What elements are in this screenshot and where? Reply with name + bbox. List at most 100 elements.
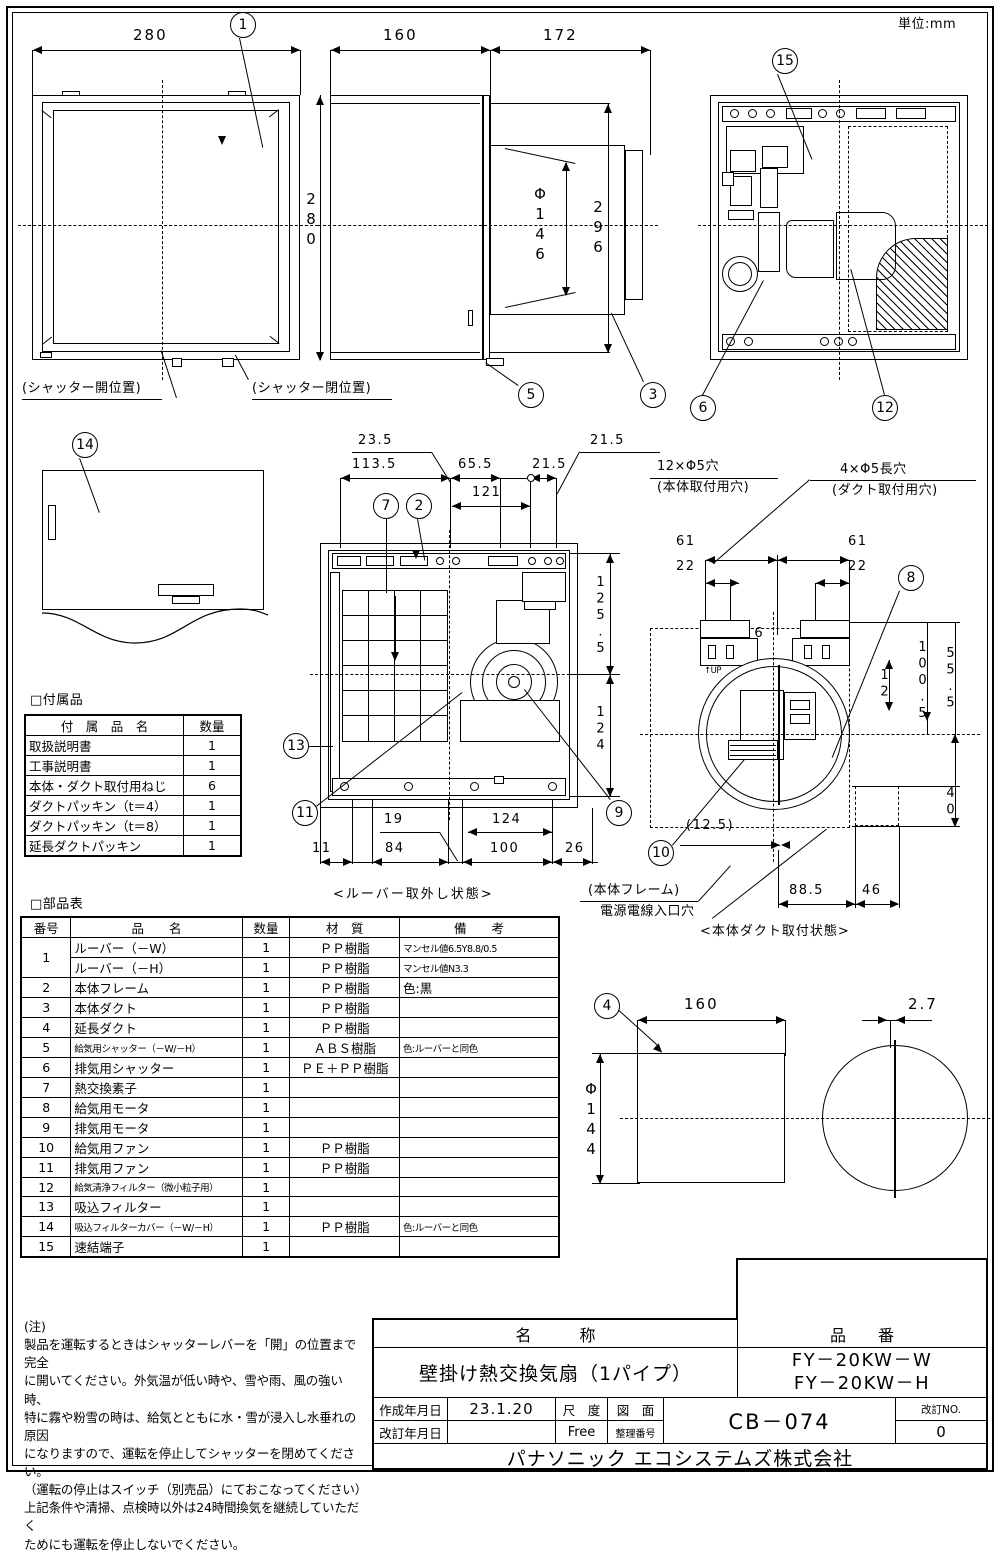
bot-arrow-26r — [583, 858, 592, 866]
louver-top-slot2 — [366, 556, 394, 566]
ext-27-ext — [890, 1020, 891, 1048]
front-label-open-underline — [22, 399, 162, 400]
dim-12-5: (12.5) — [686, 818, 735, 833]
balloon-14: 14 — [72, 432, 98, 458]
dim-40-arrow-d — [951, 818, 959, 827]
parts-cell-remark: マンセル値6.5Y8.8/0.5 — [399, 937, 560, 958]
parts-cell-remark — [399, 1017, 560, 1038]
side-body-topline — [330, 103, 480, 104]
dim-11: 11 — [312, 841, 332, 856]
balloon-9: 9 — [606, 800, 632, 826]
accessories-cell-name: 本体・ダクト取付用ねじ — [24, 775, 184, 796]
bot-ext-5 — [462, 800, 463, 864]
bot-ext-4 — [448, 800, 449, 864]
ext-dia-arrow-d — [596, 1175, 604, 1184]
dim-21-5-second: 21.5 — [532, 457, 567, 472]
duct-blade-3 — [730, 755, 776, 756]
dim-40-arrow-u — [951, 734, 959, 743]
parts-cell-name: 給気用モータ — [70, 1097, 243, 1118]
dm-ext-5 — [849, 560, 850, 630]
parts-cell-remark: 色:ルーバーと同色 — [399, 1216, 560, 1237]
filter-cover-body — [42, 470, 264, 610]
ext-duct-wall — [894, 1040, 896, 1198]
bot-arrow-26l — [553, 858, 562, 866]
dim-22l-arrow-l — [706, 579, 715, 587]
front-label-shutter-closed: (シャッター閉位置) — [252, 381, 372, 396]
tb-name-header: 名 称 — [374, 1320, 738, 1348]
side-ext-2 — [490, 50, 491, 150]
parts-cell-name: 速結端子 — [70, 1236, 243, 1258]
parts-cell-material — [289, 1196, 401, 1217]
parts-cell-no: 15 — [20, 1236, 72, 1258]
side-arrow-172r — [641, 46, 650, 54]
balloon-10: 10 — [648, 840, 674, 866]
parts-cell-remark — [399, 1057, 560, 1078]
duct-divider — [778, 665, 780, 805]
dim-61l-arrow-r — [768, 556, 777, 564]
accessories-cell-name: ダクトパッキン（t＝8） — [24, 815, 184, 836]
title-block: 名 称 品 番 壁掛け熱交換気扇（1パイプ） FY－20KW－W FY－20KW… — [372, 1318, 988, 1470]
accessories-row: ダクトパッキン（t＝4）1 — [24, 795, 242, 816]
power-inlet-label: 電源電線入口穴 — [600, 904, 695, 919]
parts-header-row: 番号 品 名 数量 材 質 備 考 — [20, 916, 560, 938]
bot-ext-6 — [552, 800, 553, 864]
parts-cell-material — [289, 1077, 401, 1098]
parts-cell-no: 6 — [20, 1057, 72, 1078]
heat-arrow-stem — [395, 596, 396, 656]
heat-arrow-head — [391, 652, 399, 661]
dm-ext-885r — [855, 826, 856, 908]
side-dim-160-line — [330, 50, 490, 51]
parts-cell-name: 熱交換素子 — [70, 1077, 243, 1098]
parts-cell-name: 吸込フィルター — [70, 1196, 243, 1217]
parts-cell-name: 排気用モータ — [70, 1117, 243, 1138]
parts-cell-remark — [399, 1097, 560, 1118]
internal-terminal-detail-4 — [760, 168, 778, 208]
parts-cell-material: ＰＥ＋ＰＰ樹脂 — [289, 1057, 401, 1078]
dim-124b-line — [468, 832, 552, 833]
internal-wire-loop-2 — [728, 262, 752, 286]
tb-rev-no-value: 0 — [896, 1421, 986, 1444]
internal-bhole-4 — [834, 337, 843, 346]
internal-centerline-v — [839, 80, 840, 380]
bot-arrow-84l — [373, 858, 382, 866]
heat-grid-v2 — [394, 590, 395, 742]
dim-885-line — [778, 904, 898, 905]
parts-cell-qty: 1 — [241, 1236, 291, 1258]
accessories-header-qty: 数量 — [182, 714, 242, 736]
dm-ext-40bot — [852, 826, 960, 827]
louver-left-strip — [330, 572, 340, 792]
dim-ext-e — [556, 478, 557, 548]
internal-terminal-detail-3 — [730, 176, 752, 206]
balloon-11: 11 — [292, 800, 318, 826]
dim-23-5: 23.5 — [358, 433, 393, 448]
side-dim-duct: 172 — [543, 26, 578, 44]
dim-125-line — [680, 845, 780, 846]
accessories-cell-qty: 1 — [182, 795, 242, 816]
balloon-3: 3 — [640, 382, 666, 408]
dm-ext-4 — [815, 583, 816, 633]
accessories-cell-name: 工事説明書 — [24, 755, 184, 776]
bot-arrow-100r — [543, 858, 552, 866]
front-dim-arrow-r — [291, 46, 300, 54]
accessories-header-row: 付 属 品 名 数量 — [24, 714, 242, 736]
notes-line: ためにも運転を停止しないでください。 — [24, 1536, 246, 1552]
louver-bhole3 — [470, 782, 479, 791]
parts-cell-material: ＰＰ樹脂 — [289, 977, 401, 998]
dim-arrow-215l — [531, 474, 540, 482]
tb-scale-label: 尺 度 — [556, 1398, 608, 1421]
parts-cell-qty: 1 — [241, 937, 291, 958]
balloon-5: 5 — [518, 382, 544, 408]
parts-cell-no: 9 — [20, 1117, 72, 1138]
internal-hole-5 — [836, 109, 845, 118]
tb-model-header: 品 番 — [738, 1320, 986, 1348]
power-inlet-hole — [855, 786, 899, 826]
side-296-ext-bot — [490, 352, 610, 353]
notes-line: 製品を運転するときはシャッターレバーを「開」の位置まで完全 — [24, 1337, 357, 1371]
ext-ext-r — [785, 1020, 786, 1056]
dim-1005-arrow-d — [923, 712, 931, 721]
accessories-title: □付属品 — [30, 693, 84, 708]
